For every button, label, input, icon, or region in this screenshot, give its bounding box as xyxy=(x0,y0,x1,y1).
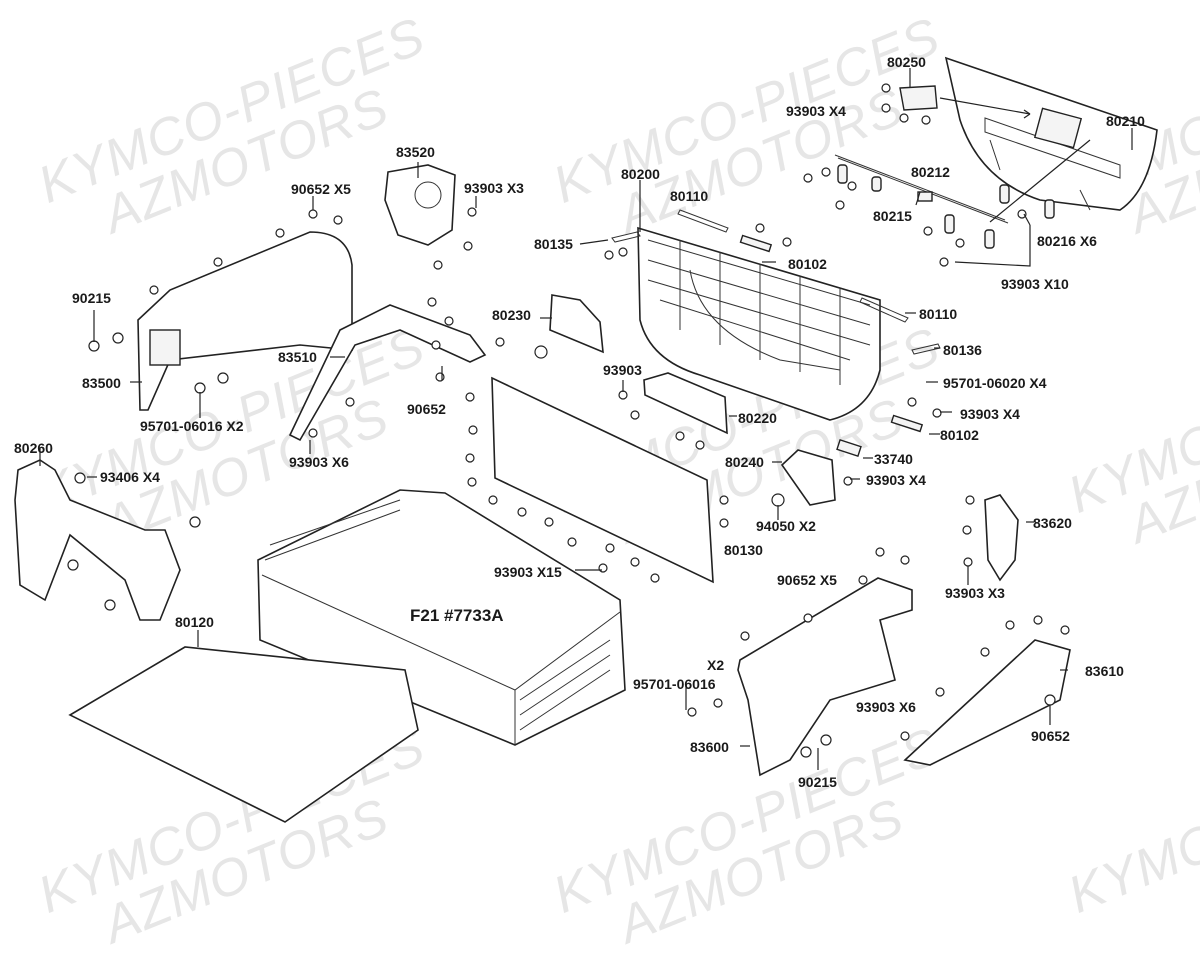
part-83500-side-rail xyxy=(137,231,353,411)
label-90652-x5-left[interactable]: 90652 X5 xyxy=(291,181,351,197)
label-80210[interactable]: 80210 xyxy=(1106,113,1145,129)
part-80120-bed-mat xyxy=(68,646,419,823)
label-83600[interactable]: 83600 xyxy=(690,739,729,755)
part-80260-grab-handle xyxy=(14,459,181,621)
part-80130-panel xyxy=(491,376,714,584)
label-95701-06020-x4[interactable]: 95701-06020 X4 xyxy=(943,375,1047,391)
label-90215-right[interactable]: 90215 xyxy=(798,774,837,790)
part-80110-hinge-a xyxy=(677,209,729,233)
label-80212[interactable]: 80212 xyxy=(911,164,950,180)
fasteners xyxy=(67,83,1070,758)
part-83510-strap xyxy=(288,304,487,442)
part-83600-side-rail xyxy=(737,577,913,777)
label-80110-a[interactable]: 80110 xyxy=(670,188,709,204)
part-80135-link xyxy=(611,231,641,243)
label-80250[interactable]: 80250 xyxy=(887,54,926,70)
part-80110-hinge-b xyxy=(859,297,909,323)
label-93903-x4-low[interactable]: 93903 X4 xyxy=(866,472,926,488)
label-93903-x6-left[interactable]: 93903 X6 xyxy=(289,454,349,470)
label-80220[interactable]: 80220 xyxy=(738,410,777,426)
label-80110-b[interactable]: 80110 xyxy=(919,306,958,322)
part-80102-strip-a xyxy=(739,234,773,253)
label-94050-x2[interactable]: 94050 X2 xyxy=(756,518,816,534)
label-90652-mid[interactable]: 90652 xyxy=(407,401,446,417)
parts-drawing xyxy=(14,56,1158,823)
label-93903-x6-right[interactable]: 93903 X6 xyxy=(856,699,916,715)
label-83510[interactable]: 83510 xyxy=(278,349,317,365)
label-80120[interactable]: 80120 xyxy=(175,614,214,630)
label-33740[interactable]: 33740 xyxy=(874,451,913,467)
label-80130[interactable]: 80130 xyxy=(724,542,763,558)
label-80135[interactable]: 80135 xyxy=(534,236,573,252)
label-93903-x4-top[interactable]: 93903 X4 xyxy=(786,103,846,119)
diagram-code: F21 #7733A xyxy=(410,606,504,625)
label-80215[interactable]: 80215 xyxy=(873,208,912,224)
part-80102-strip-b xyxy=(890,414,924,433)
label-80216-x6[interactable]: 80216 X6 xyxy=(1037,233,1097,249)
label-80102-b[interactable]: 80102 xyxy=(940,427,979,443)
label-95701-06016-x2-left[interactable]: 95701-06016 X2 xyxy=(140,418,244,434)
label-90652-x5-right[interactable]: 90652 X5 xyxy=(777,572,837,588)
label-93903-x3-right[interactable]: 93903 X3 xyxy=(945,585,1005,601)
label-93903-x15[interactable]: 93903 X15 xyxy=(494,564,562,580)
label-83610[interactable]: 83610 xyxy=(1085,663,1124,679)
part-80216-brackets xyxy=(837,164,1055,249)
part-80136-link xyxy=(911,343,941,355)
part-80200-tailgate-frame xyxy=(637,226,881,421)
label-80260[interactable]: 80260 xyxy=(14,440,53,456)
label-93903-single[interactable]: 93903 xyxy=(603,362,642,378)
label-83500[interactable]: 83500 xyxy=(82,375,121,391)
label-80230[interactable]: 80230 xyxy=(492,307,531,323)
leader-lines xyxy=(39,68,1133,770)
label-80240[interactable]: 80240 xyxy=(725,454,764,470)
part-80250-latch xyxy=(899,85,1031,119)
label-93903-x3-top[interactable]: 93903 X3 xyxy=(464,180,524,196)
part-33740 xyxy=(836,438,862,458)
label-x2[interactable]: X2 xyxy=(707,657,725,673)
parts-diagram: KYMCO-PIECES AZMOTORS KYMCO-PIECES AZMOT… xyxy=(14,7,1200,955)
part-83610-rail xyxy=(903,639,1071,766)
part-80240-handle-cup xyxy=(780,449,836,506)
label-93903-x4-mid[interactable]: 93903 X4 xyxy=(960,406,1020,422)
part-83500-block xyxy=(149,329,181,366)
part-83620-bracket xyxy=(984,494,1019,582)
label-95701-06016[interactable]: 95701-06016 xyxy=(633,676,716,692)
label-90652-right[interactable]: 90652 xyxy=(1031,728,1070,744)
label-83520[interactable]: 83520 xyxy=(396,144,435,160)
label-80102-a[interactable]: 80102 xyxy=(788,256,827,272)
label-93406-x4[interactable]: 93406 X4 xyxy=(100,469,160,485)
label-80200[interactable]: 80200 xyxy=(621,166,660,182)
label-83620[interactable]: 83620 xyxy=(1033,515,1072,531)
part-80220-plate xyxy=(643,372,728,435)
part-80210-tailgate-cover xyxy=(944,56,1158,211)
label-90215-left[interactable]: 90215 xyxy=(72,290,111,306)
part-cargo-bed xyxy=(257,489,626,746)
label-80136[interactable]: 80136 xyxy=(943,342,982,358)
label-93903-x10[interactable]: 93903 X10 xyxy=(1001,276,1069,292)
part-80230-bracket xyxy=(549,294,604,354)
